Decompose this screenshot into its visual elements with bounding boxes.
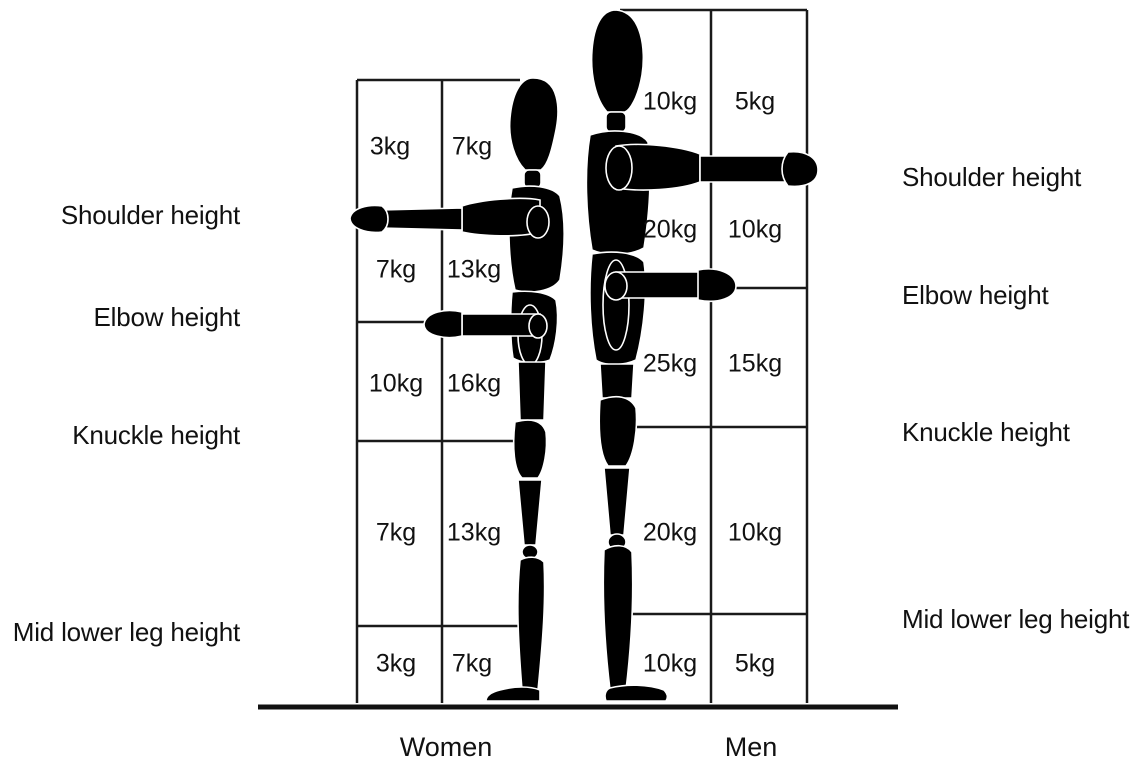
women-zone3-close-weight: 10kg — [369, 370, 423, 399]
women-zone5-far-weight: 7kg — [452, 650, 492, 679]
men-zone1-close-weight: 10kg — [643, 88, 697, 117]
right-label-knuckle-height: Knuckle height — [902, 417, 1070, 448]
men-zone3-close-weight: 25kg — [643, 350, 697, 379]
man-figure — [586, 10, 818, 701]
left-label-elbow-height: Elbow height — [94, 302, 240, 333]
women-zone3-far-weight: 16kg — [447, 370, 501, 399]
men-zone2-close-weight: 20kg — [643, 216, 697, 245]
men-caption: Men — [725, 732, 778, 763]
right-label-elbow-height: Elbow height — [902, 280, 1048, 311]
women-zone5-close-weight: 3kg — [376, 650, 416, 679]
men-zone3-far-weight: 15kg — [728, 350, 782, 379]
women-zone1-far-weight: 7kg — [452, 133, 492, 162]
left-label-mid-lower-leg-height: Mid lower leg height — [13, 617, 240, 648]
men-zone4-far-weight: 10kg — [728, 519, 782, 548]
women-zone4-close-weight: 7kg — [376, 519, 416, 548]
right-label-mid-lower-leg-height: Mid lower leg height — [902, 604, 1129, 635]
right-label-shoulder-height: Shoulder height — [902, 162, 1081, 193]
women-zone2-far-weight: 13kg — [447, 256, 501, 285]
men-zone2-far-weight: 10kg — [728, 216, 782, 245]
left-label-knuckle-height: Knuckle height — [72, 420, 240, 451]
men-zone4-close-weight: 20kg — [643, 519, 697, 548]
women-caption: Women — [400, 732, 493, 763]
women-zone4-far-weight: 13kg — [447, 519, 501, 548]
men-zone1-far-weight: 5kg — [735, 88, 775, 117]
men-zone5-close-weight: 10kg — [643, 650, 697, 679]
women-zone1-close-weight: 3kg — [370, 133, 410, 162]
men-zone5-far-weight: 5kg — [735, 650, 775, 679]
left-label-shoulder-height: Shoulder height — [61, 200, 240, 231]
women-zone2-close-weight: 7kg — [376, 256, 416, 285]
